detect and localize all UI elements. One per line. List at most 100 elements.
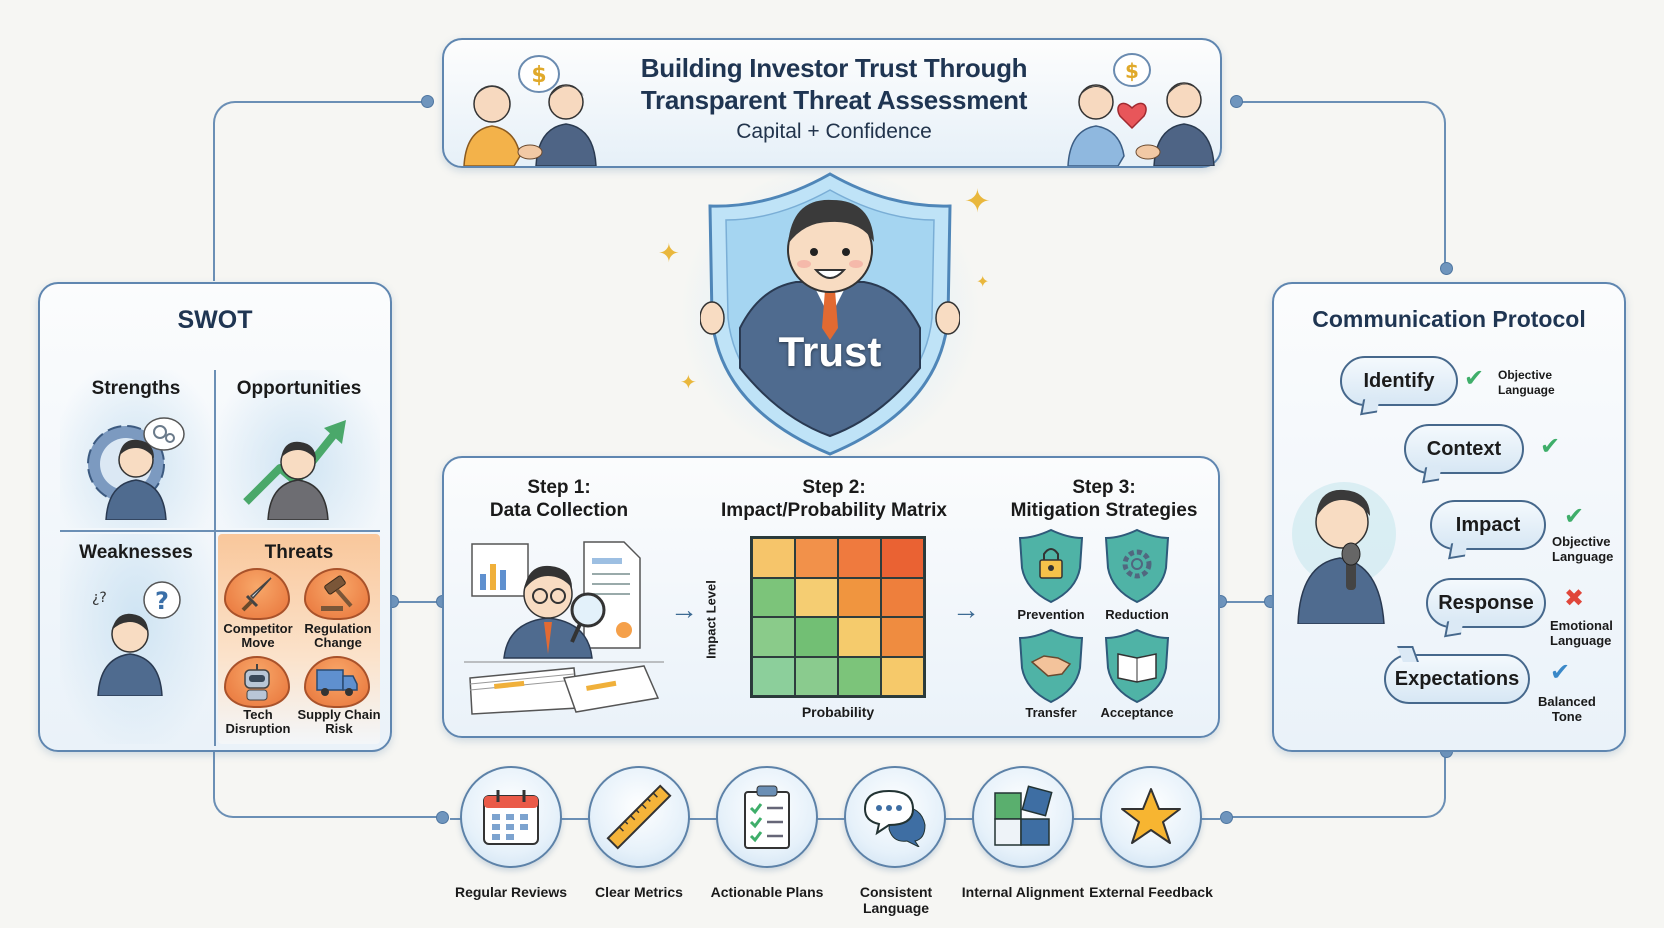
swot-title: SWOT — [177, 306, 253, 334]
clipboard-checklist-icon — [716, 766, 818, 868]
gear-person-icon — [87, 417, 185, 520]
strategy-label: Acceptance — [1100, 705, 1174, 720]
principle-label: Actionable Plans — [710, 884, 824, 900]
connector-swot-to-bottom — [213, 752, 443, 818]
check-icon: ✔ — [1564, 503, 1585, 530]
swot-quadrant-weaknesses: Weaknesses ? ¿? — [60, 534, 212, 744]
investor-handshake-illustration-left: $ — [463, 55, 597, 166]
svg-text:¿?: ¿? — [92, 590, 107, 606]
connector-dot — [1230, 95, 1243, 108]
gavel-icon — [304, 568, 370, 620]
header-panel: $ Building Investor Trust Through Transp… — [442, 38, 1222, 168]
page-subtitle: Capital + Confidence — [736, 120, 932, 143]
check-icon: ✔ — [1550, 659, 1571, 686]
quadrant-label: Opportunities — [236, 378, 362, 399]
page-title-line1: Building Investor Trust Through — [640, 53, 1028, 83]
page-title-line2: Transparent Threat Assessment — [640, 85, 1028, 115]
ruler-icon — [588, 766, 690, 868]
connector-dot — [1220, 811, 1233, 824]
matrix-cell — [795, 577, 838, 617]
swot-panel: SWOT Strengths Opportunities Weaknesses — [38, 282, 392, 752]
step-1-title: Step 1:Data Collection — [489, 477, 629, 521]
speech-bubbles-icon — [844, 766, 946, 868]
protocol-step-expectations: Expectations — [1384, 646, 1530, 704]
connector-dot — [1440, 262, 1453, 275]
swot-quadrant-opportunities: Opportunities — [218, 370, 380, 528]
matrix-cell — [838, 656, 881, 696]
speech-tail — [1448, 540, 1468, 560]
principle-label: Clear Metrics — [595, 884, 683, 900]
matrix-cell — [838, 577, 881, 617]
matrix-cell — [752, 577, 795, 617]
matrix-y-axis-label: Impact Level — [703, 580, 719, 659]
speech-tail — [1422, 464, 1442, 484]
sparkle-icon: ✦ — [964, 183, 991, 219]
arrow-right-icon: → — [670, 594, 698, 625]
impact-probability-matrix — [750, 536, 926, 698]
principle-label: Internal Alignment — [961, 884, 1085, 900]
protocol-step-context: Context — [1404, 424, 1524, 484]
step-2-title: Step 2:Impact/Probability Matrix — [721, 477, 947, 521]
matrix-cell — [795, 656, 838, 696]
matrix-cell — [752, 656, 795, 696]
check-icon: ✔ — [1540, 433, 1561, 460]
swot-divider-horizontal — [60, 530, 380, 532]
svg-text:?: ? — [155, 587, 169, 615]
connector-header-to-comm — [1234, 101, 1446, 269]
communication-title: Communication Protocol — [1312, 306, 1586, 332]
speech-tail — [1444, 618, 1464, 638]
principle-label: External Feedback — [1089, 884, 1213, 900]
sparkle-icon: ✦ — [680, 372, 697, 394]
swot-divider-vertical — [214, 370, 216, 746]
quadrant-label: Weaknesses — [79, 542, 193, 563]
strategy-label: Prevention — [1017, 607, 1085, 622]
matrix-cell — [752, 538, 795, 578]
connector-comm-to-bottom — [1226, 752, 1446, 818]
star-icon — [1100, 766, 1202, 868]
trust-label: Trust — [778, 328, 882, 375]
sparkle-icon: ✦ — [658, 238, 680, 268]
growth-arrow-icon — [243, 420, 346, 520]
connector-dot — [421, 95, 434, 108]
matrix-cell — [881, 577, 924, 617]
trust-shield: Trust — [680, 168, 980, 458]
speaker-with-microphone-illustration — [1292, 482, 1396, 624]
strategy-label: Reduction — [1105, 607, 1169, 622]
matrix-cell — [881, 656, 924, 696]
sparkle-icon: ✦ — [976, 274, 990, 291]
matrix-x-axis-label: Probability — [801, 704, 875, 720]
svg-text:$: $ — [531, 63, 546, 88]
matrix-cell — [838, 538, 881, 578]
speech-tail — [1360, 396, 1380, 416]
sword-icon — [224, 568, 290, 620]
svg-text:$: $ — [1125, 59, 1139, 83]
quadrant-label: Threats — [264, 542, 334, 563]
swot-quadrant-strengths: Strengths — [60, 370, 212, 528]
matrix-cell — [795, 617, 838, 657]
connector-dot — [436, 811, 449, 824]
question-person-icon: ? ¿? — [92, 581, 181, 696]
matrix-cell — [795, 538, 838, 578]
handshake-shield-icon — [1018, 628, 1084, 704]
principle-label: Regular Reviews — [454, 884, 568, 900]
header-title-block: Building Investor Trust Through Transpar… — [604, 52, 1064, 144]
check-icon: ✔ — [1464, 365, 1485, 392]
book-shield-icon — [1104, 628, 1170, 704]
protocol-step-identify: Identify — [1340, 356, 1458, 416]
connector-bottom-chain — [450, 818, 1220, 820]
shield-icon — [700, 172, 960, 456]
matrix-cell — [881, 617, 924, 657]
quadrant-label: Strengths — [91, 378, 181, 399]
robot-icon — [224, 656, 290, 708]
puzzle-icon — [972, 766, 1074, 868]
connector-process-to-comm — [1220, 601, 1272, 603]
protocol-step-impact: Impact — [1430, 500, 1546, 560]
principle-label: Consistent Language — [859, 884, 933, 916]
